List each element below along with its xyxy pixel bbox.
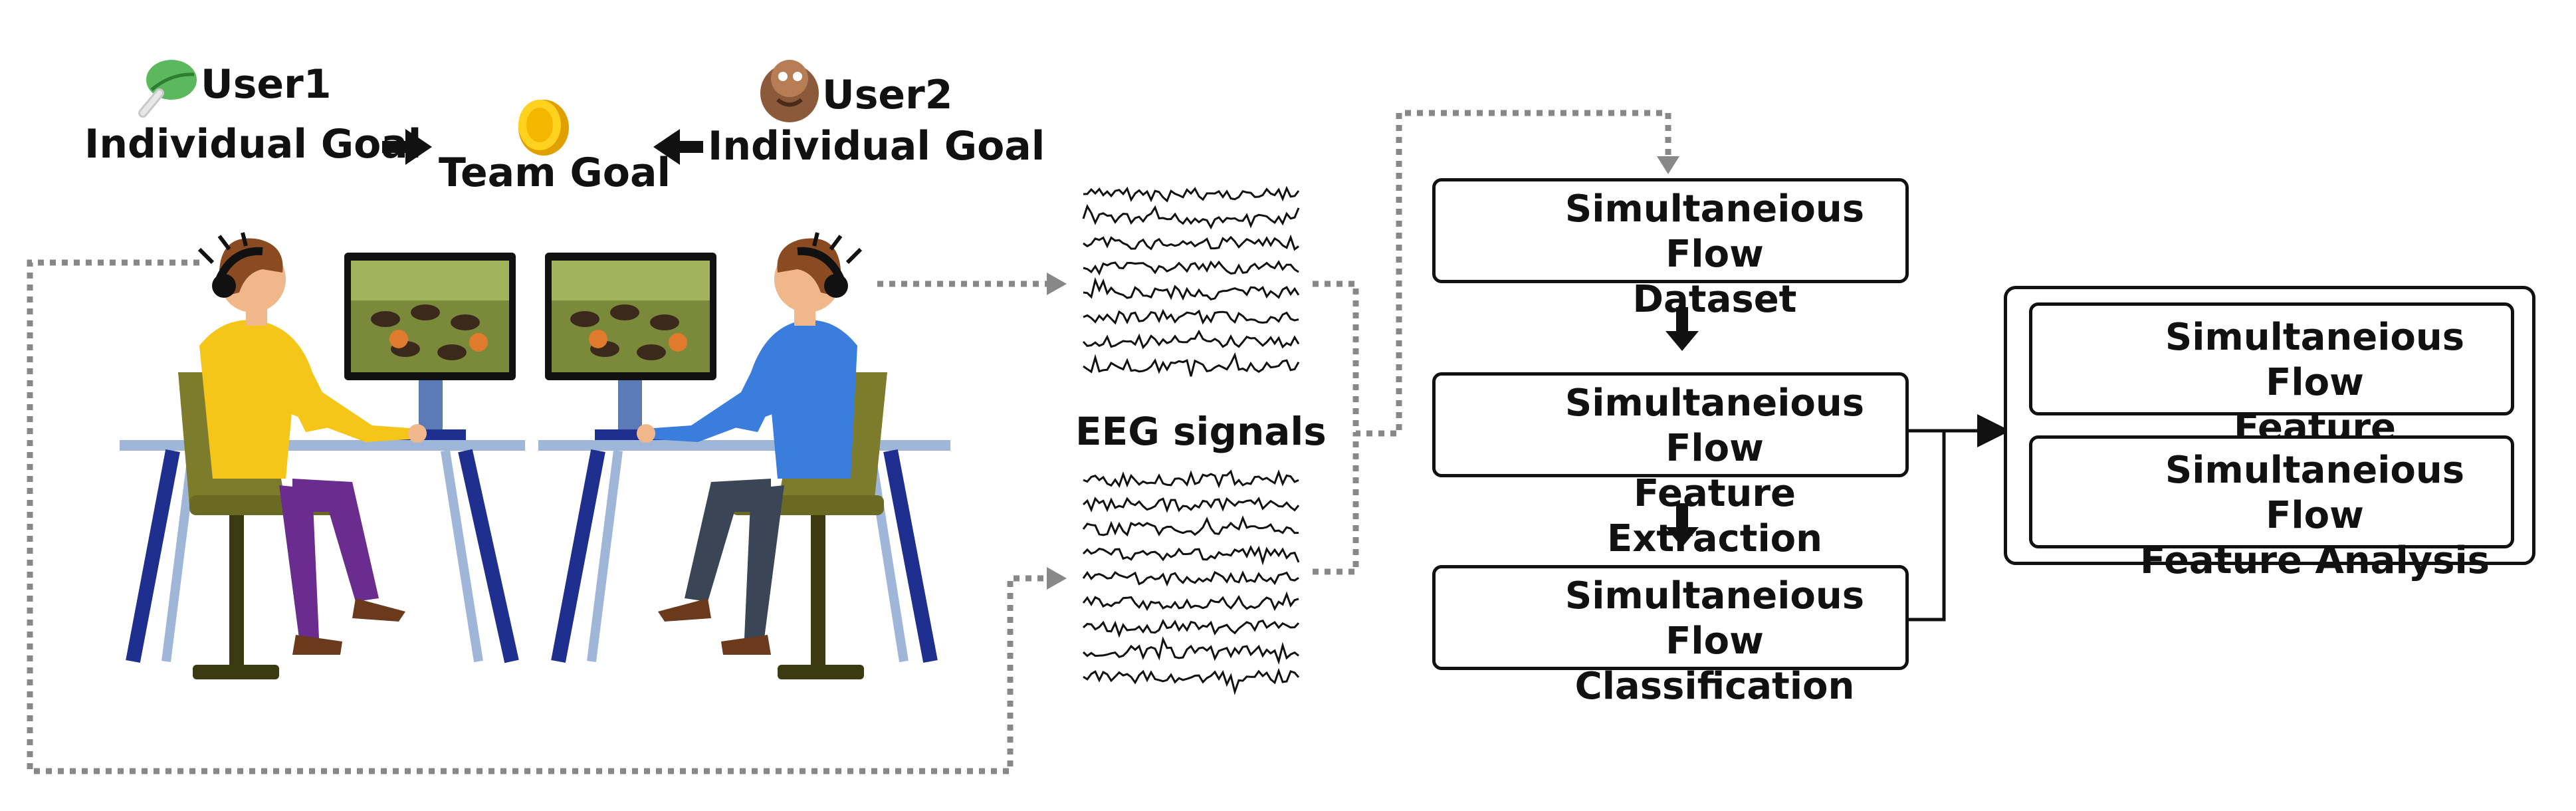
desk-left bbox=[120, 440, 525, 663]
user2-avatar-icon bbox=[760, 60, 819, 122]
user1-leaf-icon bbox=[138, 60, 197, 118]
team-goal-coin-icon bbox=[518, 100, 569, 156]
eeg-trace bbox=[1083, 667, 1300, 695]
pipeline-down-arrow-2 bbox=[1665, 503, 1699, 547]
goal-arrow-left bbox=[653, 129, 703, 165]
desk-right bbox=[538, 440, 950, 663]
validation-title: Simultaneious Flow bbox=[2165, 316, 2465, 404]
user2-figure bbox=[637, 232, 887, 679]
eeg-waves-bottom bbox=[1082, 469, 1300, 695]
eeg-trace bbox=[1082, 544, 1300, 566]
extraction-title: Simultaneious Flow bbox=[1564, 382, 1865, 470]
classification-subtitle: Classification bbox=[1574, 665, 1855, 708]
dataset-subtitle: Dataset bbox=[1632, 278, 1797, 321]
user1-goal-label: Individual Goal bbox=[84, 121, 422, 168]
feature-validation-box: Simultaneious Flow Feature Validation bbox=[2029, 302, 2514, 495]
team-goal-label: Team Goal bbox=[439, 150, 671, 196]
eeg-signals-label: EEG signals bbox=[1075, 409, 1327, 454]
goal-arrow-right bbox=[382, 129, 432, 165]
classification-title: Simultaneious Flow bbox=[1564, 574, 1865, 663]
eeg-trace bbox=[1083, 469, 1299, 489]
user2-label: User2 bbox=[822, 72, 953, 118]
user1-label: User1 bbox=[201, 61, 332, 108]
monitor-left bbox=[344, 253, 516, 440]
eeg-trace bbox=[1082, 515, 1299, 537]
monitor-right bbox=[545, 253, 716, 440]
eeg-trace bbox=[1082, 203, 1300, 230]
eeg-trace bbox=[1082, 329, 1300, 350]
eeg-trace bbox=[1083, 185, 1300, 203]
user1-figure bbox=[178, 232, 427, 679]
eeg-trace bbox=[1082, 570, 1299, 587]
dotted-loop bbox=[27, 110, 1671, 774]
eeg-trace bbox=[1083, 277, 1300, 301]
extraction-subtitle: Feature Extraction bbox=[1606, 472, 1823, 560]
pipeline-connector bbox=[1909, 414, 2010, 622]
dotted-arrowheads bbox=[1047, 156, 1679, 590]
eeg-trace bbox=[1083, 352, 1300, 377]
feature-extraction-box: Simultaneious Flow Feature Extraction bbox=[1432, 372, 1909, 560]
eeg-trace bbox=[1082, 497, 1300, 513]
eeg-waves-top bbox=[1082, 185, 1300, 377]
eeg-trace bbox=[1082, 591, 1299, 612]
pipeline-down-arrow-1 bbox=[1665, 307, 1699, 351]
eeg-trace bbox=[1083, 260, 1299, 276]
classification-box: Simultaneious Flow Classification bbox=[1432, 565, 1909, 708]
analysis-subtitle: Feature Analysis bbox=[2139, 539, 2490, 582]
analysis-title: Simultaneious Flow bbox=[2165, 449, 2465, 537]
eeg-trace bbox=[1082, 636, 1299, 665]
dataset-box: Simultaneious Flow Dataset bbox=[1432, 178, 1909, 321]
user2-goal-label: Individual Goal bbox=[708, 123, 1045, 170]
eeg-trace bbox=[1083, 308, 1299, 325]
eeg-trace bbox=[1082, 618, 1300, 638]
eeg-trace bbox=[1083, 234, 1299, 251]
feature-analysis-box: Simultaneious Flow Feature Analysis bbox=[2029, 435, 2514, 582]
dataset-title: Simultaneious Flow bbox=[1564, 187, 1865, 276]
